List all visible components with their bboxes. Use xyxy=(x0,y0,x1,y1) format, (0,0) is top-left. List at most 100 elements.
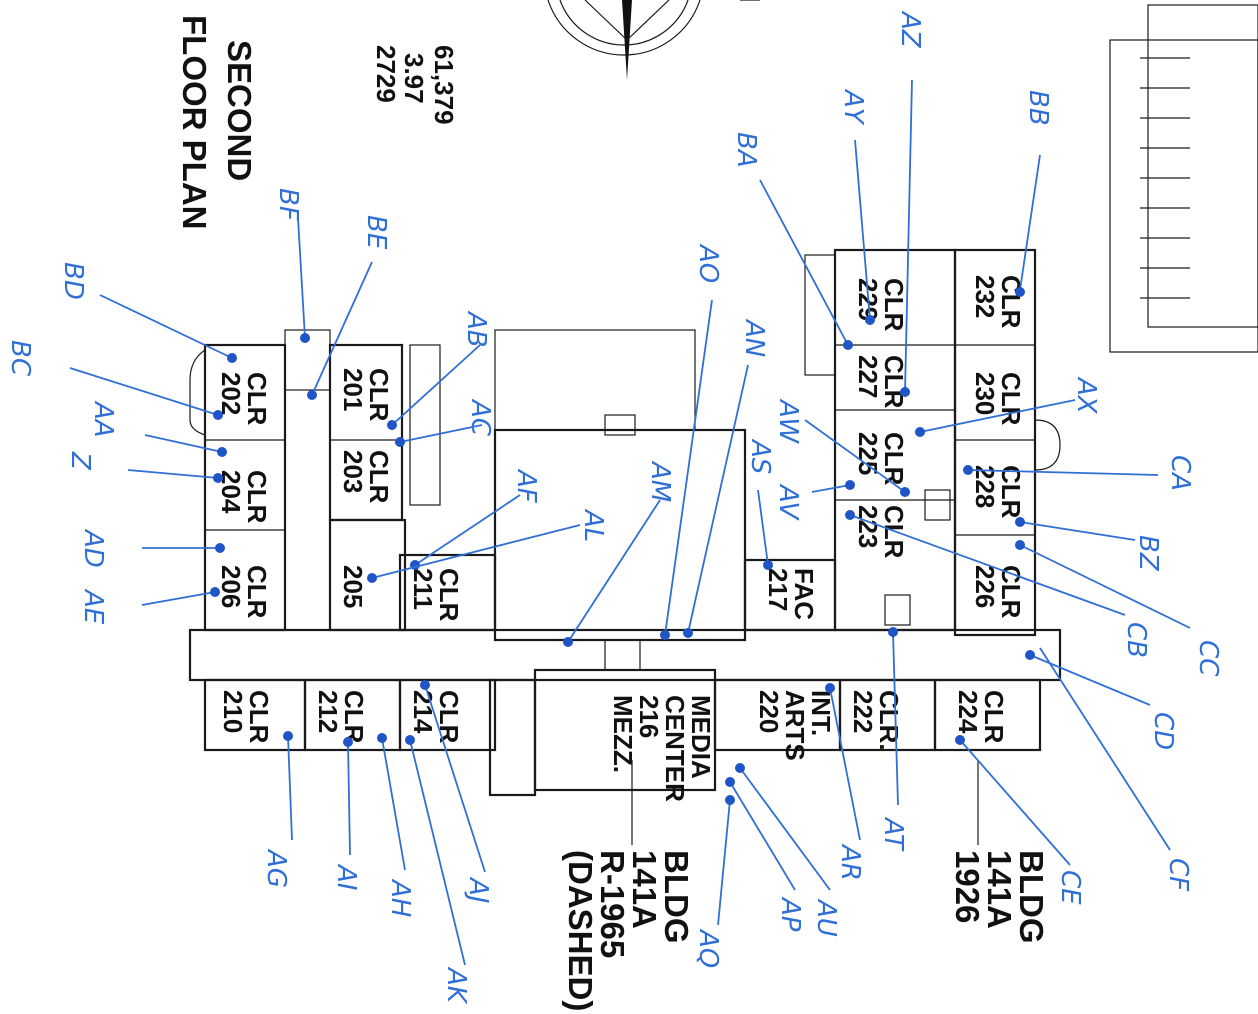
svg-text:220: 220 xyxy=(754,690,784,733)
marker-aw: AW xyxy=(773,398,803,444)
marker-cb: CB xyxy=(1121,622,1151,658)
marker-an: AN xyxy=(739,318,769,357)
marker-ae: AE xyxy=(78,588,108,625)
plan-title: FLOOR PLAN SECOND xyxy=(176,15,258,229)
plan-stats: 2729 3.97 61,379 xyxy=(371,45,459,125)
marker-aq: AQ xyxy=(693,928,723,968)
svg-text:CLR: CLR xyxy=(979,690,1009,744)
svg-text:228: 228 xyxy=(970,465,1000,508)
svg-text:(DASHED): (DASHED) xyxy=(562,850,599,1011)
svg-text:205: 205 xyxy=(338,565,368,608)
annotation-markers: BB AZ AY BA AO AN AW AV AS AM AF AL AX C… xyxy=(5,10,1223,1005)
svg-text:201: 201 xyxy=(338,368,368,411)
marker-ak: AK xyxy=(441,966,471,1005)
svg-text:232: 232 xyxy=(970,275,1000,318)
svg-text:CLR: CLR xyxy=(364,450,394,504)
building-walls xyxy=(188,248,1062,797)
svg-text:CLR: CLR xyxy=(364,368,394,422)
svg-text:CLR.: CLR. xyxy=(874,690,904,751)
svg-text:225: 225 xyxy=(853,432,883,475)
svg-text:1926: 1926 xyxy=(949,850,986,923)
svg-text:202: 202 xyxy=(216,372,246,415)
svg-text:203: 203 xyxy=(338,450,368,493)
svg-text:CLR: CLR xyxy=(996,372,1026,426)
marker-ay: AY xyxy=(838,88,868,126)
marker-at: AT xyxy=(878,816,908,852)
svg-text:226: 226 xyxy=(970,565,1000,608)
marker-al: AL xyxy=(578,508,608,542)
svg-text:R-1965: R-1965 xyxy=(594,850,631,958)
svg-text:CLR: CLR xyxy=(244,690,274,744)
svg-text:206: 206 xyxy=(216,565,246,608)
svg-text:2729: 2729 xyxy=(371,45,401,103)
svg-text:CLR: CLR xyxy=(242,372,272,426)
svg-text:61,379: 61,379 xyxy=(429,45,459,125)
marker-bz: BZ xyxy=(1133,535,1163,572)
marker-ca: CA xyxy=(1165,455,1195,491)
marker-am: AM xyxy=(645,460,675,502)
svg-text:MEZZ.: MEZZ. xyxy=(608,695,638,773)
svg-text:217: 217 xyxy=(763,568,793,611)
svg-text:3.97: 3.97 xyxy=(399,53,429,104)
svg-text:CLR: CLR xyxy=(242,470,272,524)
svg-text:FAC: FAC xyxy=(789,568,819,620)
room-222: CLR.222 xyxy=(848,690,904,751)
compass-rose-icon xyxy=(547,0,760,80)
marker-bb: BB xyxy=(1023,90,1053,126)
svg-text:FLOOR PLAN: FLOOR PLAN xyxy=(176,15,213,229)
svg-text:141A: 141A xyxy=(981,850,1018,929)
marker-ab: AB xyxy=(461,310,491,348)
marker-cf: CF xyxy=(1163,858,1193,892)
bldg-1965-note: BLDG 141A R-1965 (DASHED) xyxy=(562,850,695,1011)
svg-text:223: 223 xyxy=(853,505,883,548)
svg-text:CLR: CLR xyxy=(242,565,272,619)
svg-text:141A: 141A xyxy=(626,850,663,929)
svg-text:224: 224 xyxy=(953,690,983,734)
marker-be: BE xyxy=(361,215,391,250)
title-block-frame xyxy=(1109,4,1258,353)
marker-bd: BD xyxy=(58,262,88,300)
svg-text:227: 227 xyxy=(853,355,883,398)
bldg-1926-note: BLDG 141A 1926 xyxy=(949,850,1050,944)
svg-text:212: 212 xyxy=(313,690,343,733)
svg-text:211: 211 xyxy=(408,568,438,610)
svg-text:BLDG: BLDG xyxy=(658,850,695,944)
svg-text:CLR: CLR xyxy=(879,278,909,332)
marker-cc: CC xyxy=(1193,640,1223,677)
marker-ap: AP xyxy=(775,896,805,932)
marker-av: AV xyxy=(773,483,803,521)
marker-af: AF xyxy=(511,468,541,504)
svg-text:222: 222 xyxy=(848,690,878,733)
svg-text:MEDIA: MEDIA xyxy=(686,695,716,779)
svg-text:ARTS: ARTS xyxy=(780,690,810,761)
svg-text:CENTER: CENTER xyxy=(660,695,690,802)
marker-cd: CD xyxy=(1148,712,1178,750)
marker-ax: AX xyxy=(1071,376,1101,415)
room-205: 205 xyxy=(338,565,368,608)
marker-ar: AR xyxy=(835,843,865,881)
svg-text:CLR: CLR xyxy=(996,465,1026,519)
marker-ag: AG xyxy=(261,848,291,888)
svg-text:SECOND: SECOND xyxy=(221,40,258,181)
svg-text:CLR: CLR xyxy=(879,355,909,409)
svg-text:CLR: CLR xyxy=(339,690,369,744)
svg-text:BLDG: BLDG xyxy=(1013,850,1050,944)
